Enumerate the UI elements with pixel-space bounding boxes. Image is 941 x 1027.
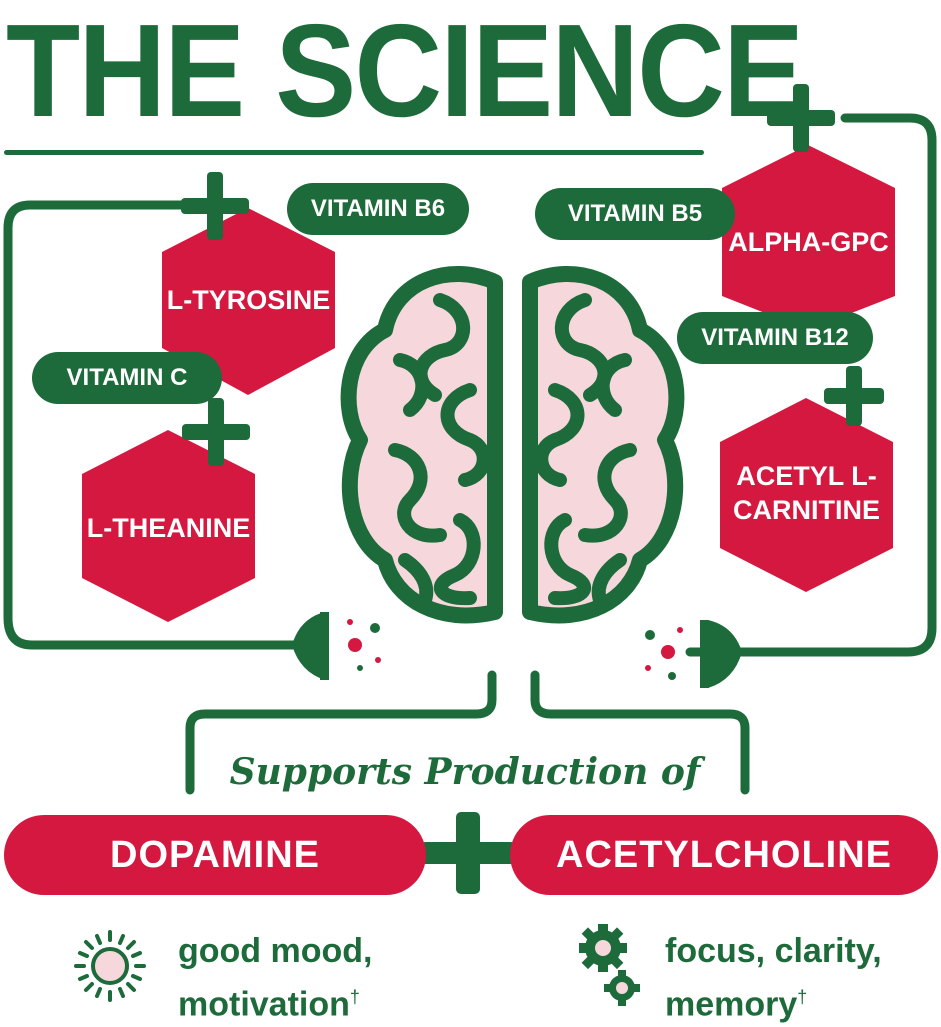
acetyl-l-carnitine-label: ACETYL L- CARNITINE <box>733 461 880 525</box>
gears-icon <box>579 924 640 1006</box>
left-benefit-dagger: † <box>349 987 360 1007</box>
right-connector-line <box>685 113 937 657</box>
plus-icon-carnitine <box>824 366 884 426</box>
right-benefit-line2: memory <box>665 985 798 1024</box>
bracket-right <box>530 670 750 795</box>
plus-icon-alpha-gpc <box>767 84 835 152</box>
vitamin-c-pill: VITAMIN C <box>32 352 222 404</box>
dopamine-banner: DOPAMINE <box>4 815 426 895</box>
left-benefit-line1: good mood, <box>178 932 373 970</box>
right-benefit-line1: focus, clarity, <box>665 932 882 970</box>
acetylcholine-banner: ACETYLCHOLINE <box>510 815 938 895</box>
left-spark-icon <box>347 619 381 671</box>
left-benefit-line2-row: motivation† <box>178 974 438 1027</box>
title-underline <box>4 150 704 155</box>
hex-l-tyrosine <box>162 208 335 395</box>
plus-icon-center <box>420 812 516 894</box>
right-benefit-line2-row: memory† <box>665 974 935 1027</box>
vitamin-b12-pill: VITAMIN B12 <box>677 312 873 364</box>
l-tyrosine-label: L-TYROSINE <box>166 285 331 315</box>
alpha-gpc-label: ALPHA-GPC <box>728 227 889 257</box>
brain-icon <box>340 266 685 624</box>
hex-acetyl-l-carnitine <box>720 398 893 592</box>
right-benefit-text: focus, clarity, memory† <box>665 928 935 1027</box>
vitamin-b6-pill: VITAMIN B6 <box>287 183 469 235</box>
bracket-left <box>185 670 497 795</box>
left-connector-line <box>3 200 305 650</box>
right-benefit-dagger: † <box>797 987 808 1007</box>
vitamin-b5-pill: VITAMIN B5 <box>535 188 735 240</box>
hex-alpha-gpc <box>722 145 895 330</box>
left-benefit-line2: motivation <box>178 985 350 1024</box>
left-plug-icon <box>292 612 329 680</box>
supports-production-heading: Supports Production of <box>229 751 701 793</box>
hex-l-theanine <box>82 430 255 622</box>
sun-icon <box>74 930 146 1002</box>
plus-icon-theanine <box>182 398 250 466</box>
left-benefit-text: good mood, motivation† <box>178 928 438 1027</box>
plus-icon-tyrosine <box>181 172 249 240</box>
right-plug-icon <box>700 620 742 688</box>
right-spark-icon <box>645 627 683 680</box>
l-theanine-label: L-THEANINE <box>86 513 251 543</box>
